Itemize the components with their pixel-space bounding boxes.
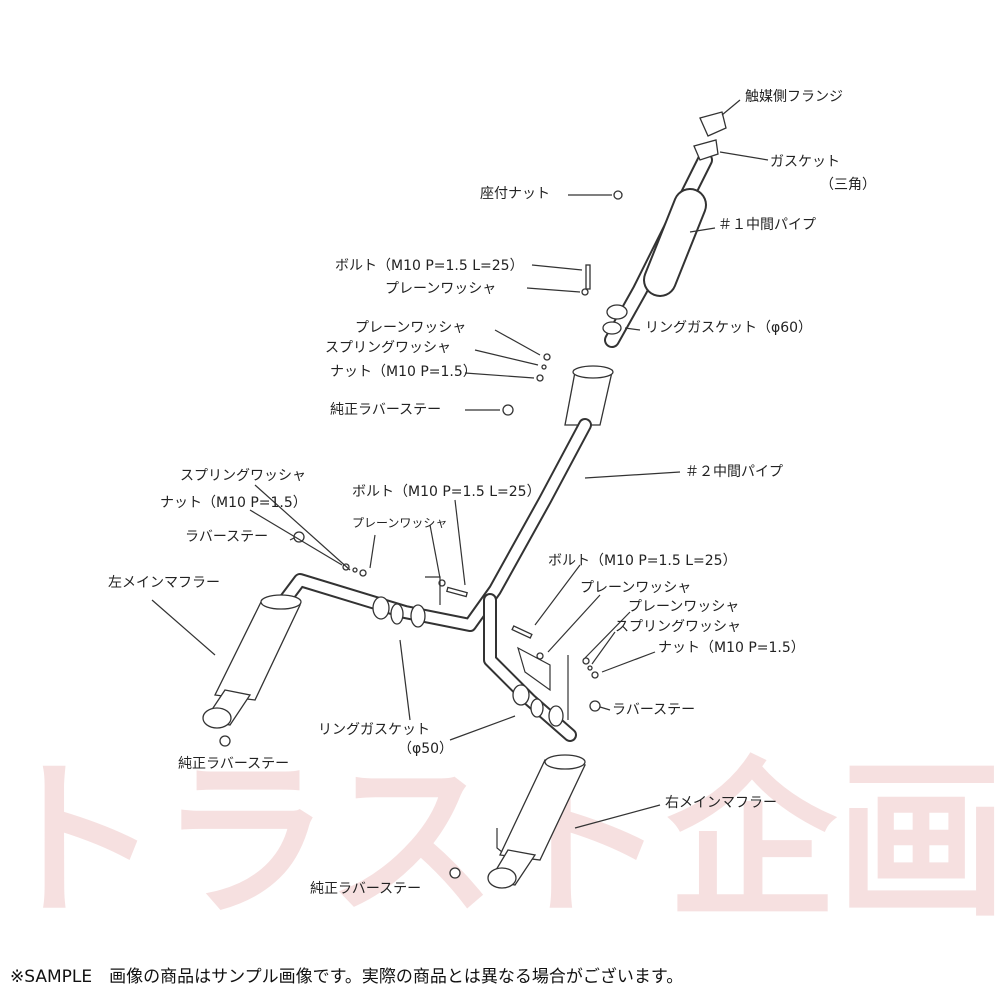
label-nut-left: ナット（M10 P=1.5） bbox=[160, 495, 307, 511]
watermark: トラスト企画 bbox=[0, 741, 1000, 941]
label-gasket: ガスケット bbox=[770, 154, 840, 170]
label-ring-gasket-50: リングガスケット bbox=[318, 722, 430, 738]
label-gasket-triangle: （三角） bbox=[820, 177, 876, 193]
label-spring-washer-right: スプリングワッシャ bbox=[615, 619, 741, 635]
label-washer-right-1: プレーンワッシャ bbox=[580, 580, 691, 596]
label-stay-right: ラバーステー bbox=[612, 702, 695, 718]
label-muffler-left: 左メインマフラー bbox=[108, 575, 220, 591]
label-seat-nut: 座付ナット bbox=[480, 186, 550, 202]
center-muffler bbox=[564, 365, 614, 426]
pipe-2 bbox=[278, 418, 592, 742]
label-washer-1: プレーンワッシャ bbox=[385, 281, 496, 297]
label-oem-stay-1: 純正ラバーステー bbox=[330, 402, 441, 418]
label-oem-stay-left: 純正ラバーステー bbox=[178, 756, 289, 772]
right-muffler bbox=[487, 754, 586, 889]
label-stay-left: ラバーステー bbox=[185, 529, 268, 545]
label-cat-flange: 触媒側フランジ bbox=[745, 89, 843, 105]
label-nut-1: ナット（M10 P=1.5） bbox=[330, 364, 477, 380]
label-pipe-2: ＃２中間パイプ bbox=[685, 464, 783, 480]
label-spring-washer-1: スプリングワッシャ bbox=[325, 340, 451, 356]
leader-lines bbox=[151, 99, 769, 829]
label-washer-2: プレーンワッシャ bbox=[355, 320, 466, 336]
label-bolt-center: ボルト（M10 P=1.5 L=25） bbox=[352, 484, 541, 500]
sample-disclaimer: ※SAMPLE 画像の商品はサンプル画像です。実際の商品とは異なる場合がございま… bbox=[10, 967, 684, 987]
label-bolt-1: ボルト（M10 P=1.5 L=25） bbox=[335, 258, 524, 274]
label-pipe-1: ＃１中間パイプ bbox=[718, 217, 816, 233]
label-muffler-right: 右メインマフラー bbox=[665, 795, 777, 811]
pipe-1 bbox=[604, 152, 713, 348]
label-ring-gasket-50-size: （φ50） bbox=[398, 741, 453, 757]
label-bolt-right: ボルト（M10 P=1.5 L=25） bbox=[548, 553, 737, 569]
small-parts bbox=[219, 111, 727, 879]
label-spring-washer-left: スプリングワッシャ bbox=[180, 468, 306, 484]
label-washer-right-2: プレーンワッシャ bbox=[628, 599, 739, 615]
label-oem-stay-right: 純正ラバーステー bbox=[310, 881, 421, 897]
label-washer-center: プレーンワッシャ bbox=[352, 516, 447, 530]
label-ring-gasket-60: リングガスケット（φ60） bbox=[645, 320, 812, 336]
label-nut-right: ナット（M10 P=1.5） bbox=[658, 640, 805, 656]
left-muffler bbox=[202, 594, 302, 729]
